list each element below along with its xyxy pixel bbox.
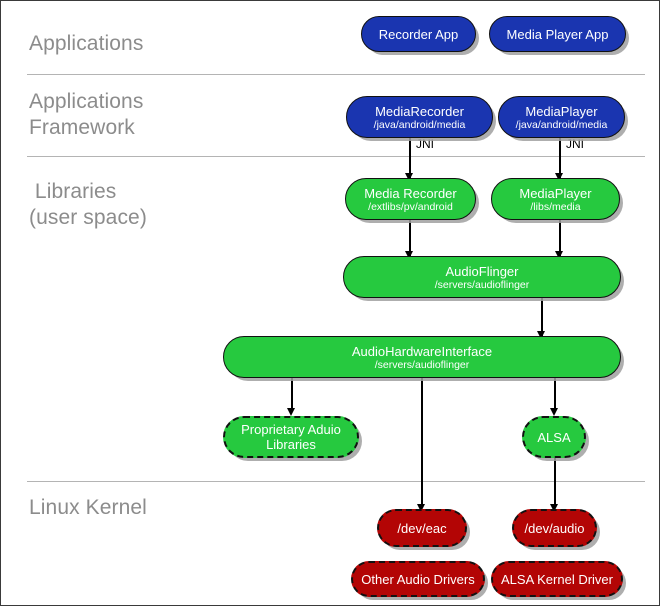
node-proprietary-audio-libs[interactable]: Proprietary Aduio Libraries: [223, 416, 359, 458]
connector-alsa-to-dev-audio: [554, 458, 556, 508]
layer-label-linux-kernel: Linux Kernel: [29, 496, 147, 519]
node-media-player-app-title: Media Player App: [506, 26, 609, 42]
connector-mediarecorder-to-media-recorder-lib: [409, 138, 411, 178]
arrowhead-mediaplayer-lib: [555, 173, 563, 181]
node-audiohardwareinterface-path: /servers/audioflinger: [374, 358, 470, 371]
node-media-recorder-lib[interactable]: Media Recorder /extlibs/pv/android: [345, 178, 476, 220]
arrowhead-alsa: [550, 408, 558, 416]
node-audioflinger[interactable]: AudioFlinger /servers/audioflinger: [343, 256, 621, 298]
node-mediaplayer-lib-title: MediaPlayer: [519, 185, 592, 201]
node-audioflinger-title: AudioFlinger: [445, 263, 519, 279]
node-media-player-app[interactable]: Media Player App: [489, 16, 626, 52]
divider-applications-framework: [27, 156, 645, 157]
node-alsa-kernel-driver-title: ALSA Kernel Driver: [501, 571, 613, 587]
arrowhead-proprietary-audio-libs: [287, 408, 295, 416]
node-alsa-kernel-driver[interactable]: ALSA Kernel Driver: [491, 561, 623, 597]
node-dev-audio-title: /dev/audio: [524, 520, 585, 536]
connector-ahi-to-alsa: [554, 376, 556, 412]
divider-applications: [27, 74, 645, 75]
connector-media-recorder-lib-to-audioflinger: [409, 220, 411, 256]
node-other-audio-drivers[interactable]: Other Audio Drivers: [351, 561, 485, 597]
layer-label-applications: Applications: [29, 32, 144, 55]
edge-label-jni-player: JNI: [566, 137, 584, 151]
node-dev-eac-title: /dev/eac: [397, 520, 447, 536]
connector-ahi-to-dev-eac: [421, 376, 423, 508]
node-media-recorder-lib-path: /extlibs/pv/android: [368, 200, 453, 213]
node-audiohardwareinterface-title: AudioHardwareInterface: [351, 343, 493, 359]
connector-mediaplayer-lib-to-audioflinger: [559, 220, 561, 256]
node-mediaplayer-framework-title: MediaPlayer: [525, 103, 598, 119]
layer-label-libraries: Libraries (user space): [29, 180, 147, 229]
node-mediaplayer-framework[interactable]: MediaPlayer /java/android/media: [498, 96, 625, 138]
node-other-audio-drivers-title: Other Audio Drivers: [361, 571, 475, 587]
arrowhead-media-recorder-lib: [405, 173, 413, 181]
node-mediaplayer-lib[interactable]: MediaPlayer /libs/media: [491, 178, 620, 220]
node-mediaplayer-lib-path: /libs/media: [530, 200, 581, 213]
node-mediarecorder-path: /java/android/media: [373, 118, 466, 131]
node-alsa[interactable]: ALSA: [522, 416, 586, 458]
node-media-recorder-lib-title: Media Recorder: [364, 185, 457, 201]
divider-linux-kernel: [27, 481, 645, 482]
arrowhead-dev-eac: [417, 504, 425, 512]
node-mediarecorder[interactable]: MediaRecorder /java/android/media: [346, 96, 493, 138]
arrowhead-dev-audio: [550, 504, 558, 512]
arrowhead-audioflinger-left: [405, 251, 413, 259]
node-recorder-app-title: Recorder App: [378, 26, 459, 42]
node-recorder-app[interactable]: Recorder App: [361, 16, 476, 52]
node-audioflinger-path: /servers/audioflinger: [434, 278, 530, 291]
node-dev-audio[interactable]: /dev/audio: [512, 509, 597, 547]
node-dev-eac[interactable]: /dev/eac: [377, 509, 467, 547]
arrowhead-audioflinger-right: [555, 251, 563, 259]
node-alsa-title: ALSA: [537, 429, 571, 445]
arrowhead-audiohardwareinterface: [537, 331, 545, 339]
layer-label-applications-framework: Applications Framework: [29, 90, 144, 139]
connector-mediaplayer-to-mediaplayer-lib: [559, 138, 561, 178]
edge-label-jni-recorder: JNI: [416, 137, 434, 151]
connector-audioflinger-to-audiohardwareinterface: [541, 298, 543, 336]
node-audiohardwareinterface[interactable]: AudioHardwareInterface /servers/audiofli…: [223, 336, 621, 378]
node-mediarecorder-title: MediaRecorder: [375, 103, 464, 119]
node-mediaplayer-framework-path: /java/android/media: [515, 118, 608, 131]
node-proprietary-audio-libs-title: Proprietary Aduio Libraries: [241, 422, 341, 452]
connector-ahi-to-proprietary-audio-libs: [291, 376, 293, 412]
